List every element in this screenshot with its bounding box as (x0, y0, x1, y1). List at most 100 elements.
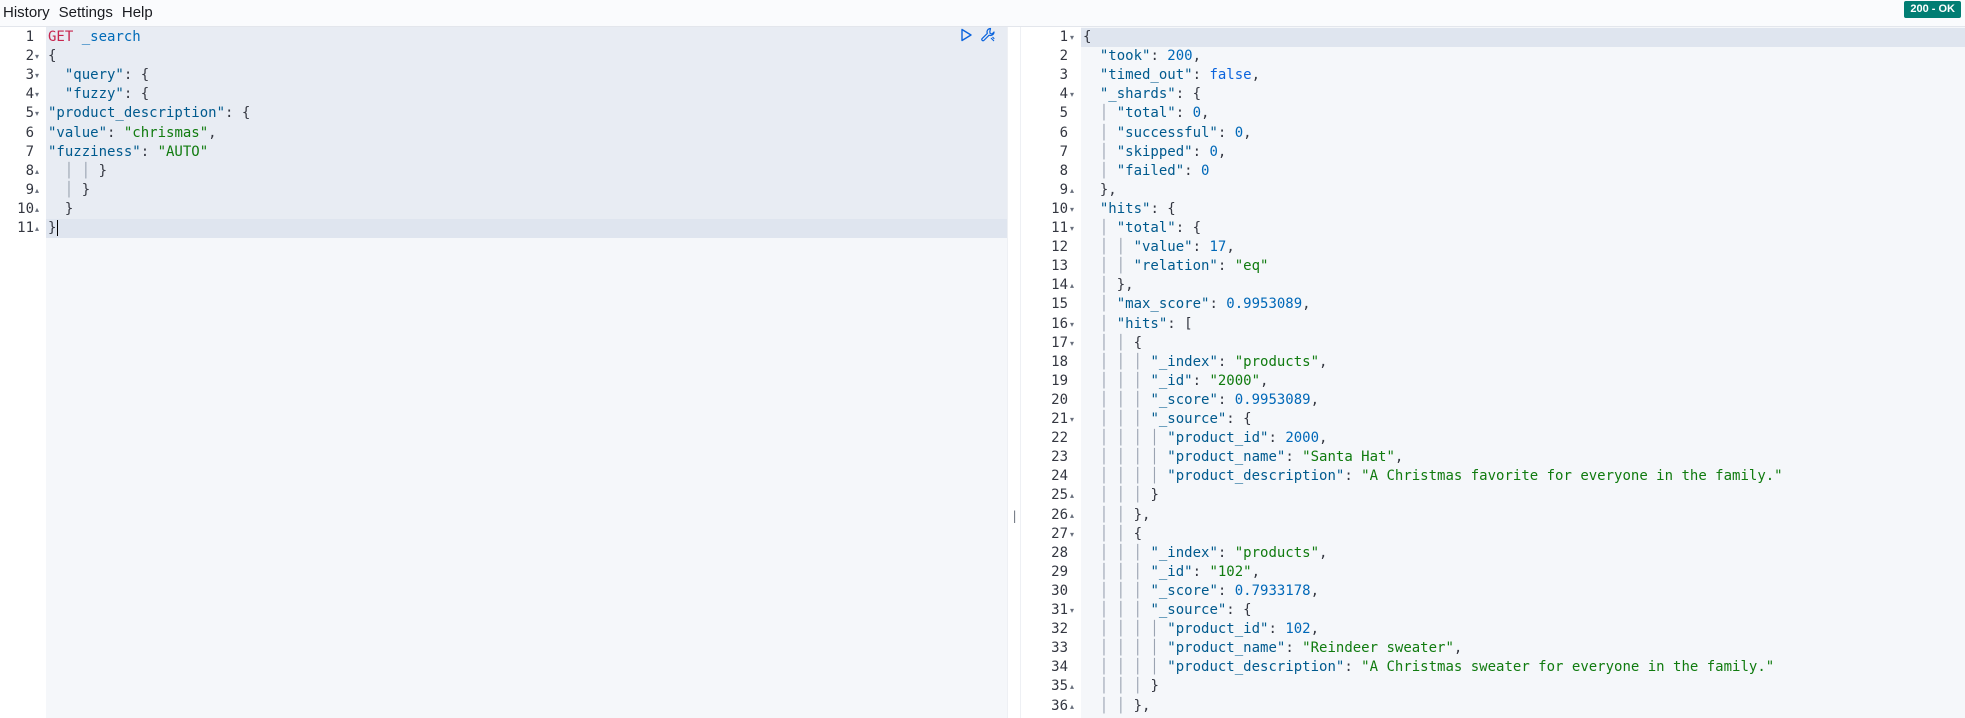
fold-expand-icon[interactable]: ▴ (1070, 701, 1075, 711)
fold-expand-icon[interactable]: ▴ (1070, 491, 1075, 501)
code-line: │ "skipped": 0, (1081, 143, 1965, 162)
code-token: │ │ │ (1083, 487, 1151, 504)
code-token: , (1394, 449, 1404, 466)
fold-expand-icon[interactable]: ▴ (1070, 682, 1075, 692)
code-token: │ (1083, 277, 1117, 294)
code-token: "total" (1116, 105, 1176, 122)
line-number: 12 (1051, 239, 1068, 256)
code-token: │ │ │ │ (1083, 640, 1168, 657)
fold-collapse-icon[interactable]: ▾ (1070, 33, 1075, 42)
request-editor[interactable]: GET _search{ "query": { "fuzzy": {"produ… (46, 27, 1007, 718)
menu-help[interactable]: Help (121, 4, 153, 21)
fold-expand-icon[interactable]: ▴ (1070, 510, 1075, 520)
code-token: 0.9953089 (1234, 391, 1311, 408)
code-token: │ (1083, 124, 1117, 141)
fold-expand-icon[interactable]: ▴ (35, 224, 40, 233)
fold-expand-icon[interactable]: ▴ (35, 185, 40, 195)
play-icon[interactable] (958, 27, 974, 43)
line-number: 32 (1051, 621, 1068, 638)
fold-collapse-icon[interactable]: ▾ (35, 71, 40, 81)
fold-collapse-icon[interactable]: ▾ (1070, 224, 1075, 233)
fold-expand-icon[interactable]: ▴ (35, 204, 40, 214)
code-line: "product_description": { (46, 104, 1007, 123)
code-token: "value" (48, 124, 108, 141)
fold-expand-icon[interactable]: ▴ (1070, 185, 1075, 195)
code-token: : (1285, 449, 1303, 466)
code-token: 0 (1201, 162, 1210, 179)
code-token: │ │ │ │ (1083, 449, 1168, 466)
fold-collapse-icon[interactable]: ▾ (1070, 90, 1075, 100)
code-token: │ │ │ (1083, 678, 1151, 695)
fold-expand-icon[interactable]: ▴ (35, 166, 40, 176)
line-number: 33 (1051, 640, 1068, 657)
line-number: 7 (25, 143, 34, 160)
fold-collapse-icon[interactable]: ▾ (35, 90, 40, 100)
code-token: │ (1083, 162, 1117, 179)
fold-collapse-icon[interactable]: ▾ (1070, 319, 1075, 329)
fold-collapse-icon[interactable]: ▾ (35, 52, 40, 62)
menu-settings[interactable]: Settings (58, 4, 113, 21)
code-token (1083, 182, 1100, 198)
code-line: "query": { (46, 66, 1007, 85)
code-token: : { (1226, 602, 1252, 618)
code-line: GET _search (46, 28, 1007, 47)
code-line: │ │ │ "_index": "products", (1081, 544, 1965, 563)
line-number: 3 (1059, 67, 1068, 84)
code-token: , (1226, 239, 1235, 256)
code-line: │ │ │ "_source": { (1081, 601, 1965, 620)
line-number: 2 (1059, 48, 1068, 65)
code-line: │ "hits": [ (1081, 315, 1965, 334)
code-token: false (1209, 67, 1252, 84)
code-line: │ │ }, (1081, 506, 1965, 525)
code-token: } (1150, 678, 1159, 695)
code-line: │ │ │ │ "product_id": 102, (1081, 620, 1965, 639)
fold-collapse-icon[interactable]: ▾ (35, 109, 40, 119)
code-token: : { (1226, 411, 1252, 427)
code-line: │ │ { (1081, 525, 1965, 544)
code-line: │ │ │ "_index": "products", (1081, 353, 1965, 372)
code-token: │ │ │ │ (1083, 430, 1168, 447)
code-token: │ │ │ (1083, 391, 1151, 408)
fold-collapse-icon[interactable]: ▾ (1070, 415, 1075, 424)
code-token: , (1217, 143, 1227, 160)
code-token: : (1268, 430, 1286, 447)
code-token: "successful" (1116, 124, 1218, 141)
code-line: }, (1081, 181, 1965, 200)
fold-collapse-icon[interactable]: ▾ (1070, 606, 1075, 615)
code-line: "hits": { (1081, 200, 1965, 219)
fold-collapse-icon[interactable]: ▾ (1070, 338, 1075, 348)
line-number: 14 (1051, 277, 1068, 294)
line-number: 36 (1051, 697, 1068, 714)
line-number: 20 (1051, 391, 1068, 408)
code-line: "_shards": { (1081, 85, 1965, 104)
line-number: 11 (1051, 220, 1068, 236)
code-token: GET (48, 29, 74, 45)
code-line: │ "max_score": 0.9953089, (1081, 295, 1965, 314)
code-token: : (1344, 468, 1362, 485)
code-line: │ "successful": 0, (1081, 124, 1965, 143)
code-token: "failed" (1116, 162, 1185, 179)
line-number: 27 (1051, 525, 1068, 542)
code-token: "hits" (1116, 315, 1168, 332)
response-viewer[interactable]: { "took": 200, "timed_out": false, "_sha… (1081, 27, 1965, 718)
menu-history[interactable]: History (3, 4, 50, 21)
code-token: : { (1175, 220, 1202, 236)
code-token: │ (48, 181, 82, 198)
fold-collapse-icon[interactable]: ▾ (1070, 529, 1075, 539)
code-line: │ │ }, (1081, 697, 1965, 716)
code-token (48, 86, 65, 102)
line-number: 28 (1051, 544, 1068, 561)
code-token: : (1217, 124, 1235, 141)
code-token: "eq" (1234, 258, 1269, 275)
code-line: "timed_out": false, (1081, 66, 1965, 85)
code-token: , (1251, 563, 1261, 580)
fold-collapse-icon[interactable]: ▾ (1070, 204, 1075, 214)
wrench-icon[interactable] (980, 27, 996, 43)
line-number: 9 (1059, 181, 1068, 198)
fold-expand-icon[interactable]: ▴ (1070, 281, 1075, 291)
code-line: │ │ "relation": "eq" (1081, 257, 1965, 276)
pane-resize-divider[interactable]: || (1007, 27, 1025, 718)
code-token: "Santa Hat" (1302, 449, 1395, 466)
code-token: "AUTO" (157, 143, 209, 160)
